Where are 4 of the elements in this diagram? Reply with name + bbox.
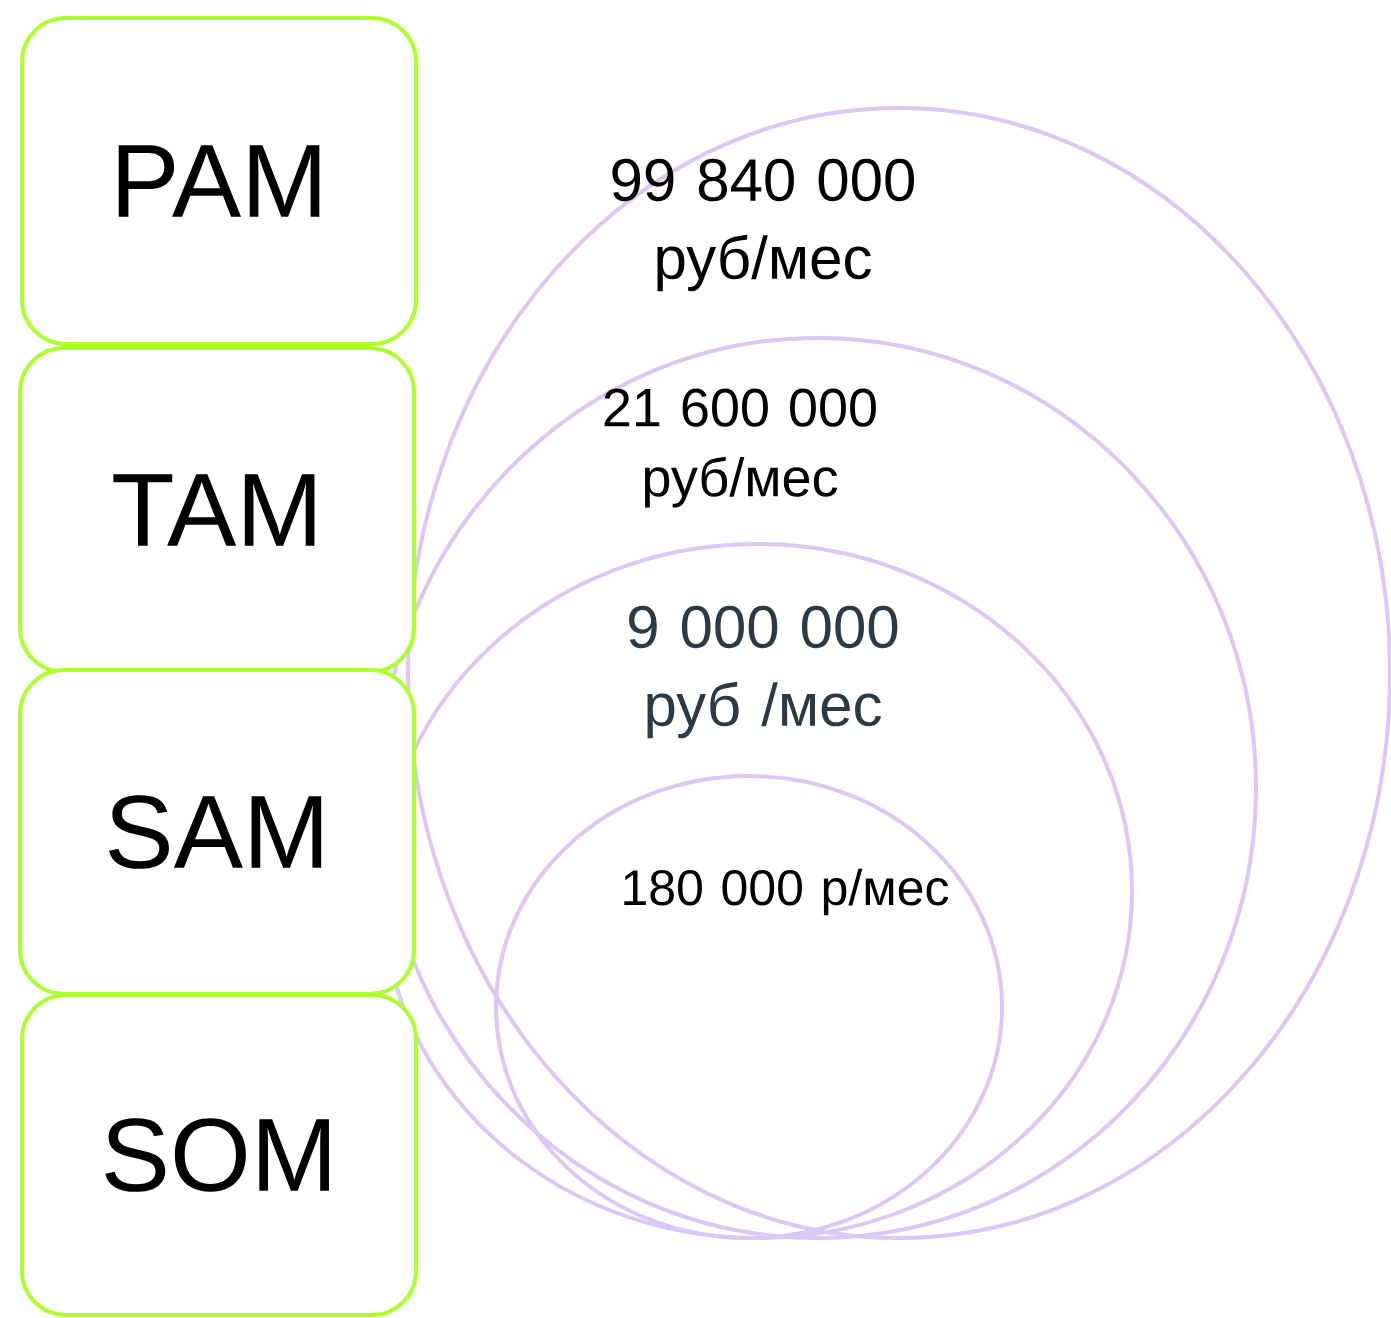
label-box: SOM xyxy=(20,993,418,1317)
label-box: TAM xyxy=(18,346,416,674)
label-box: PAM xyxy=(20,16,418,346)
label-box: SAM xyxy=(18,668,416,996)
